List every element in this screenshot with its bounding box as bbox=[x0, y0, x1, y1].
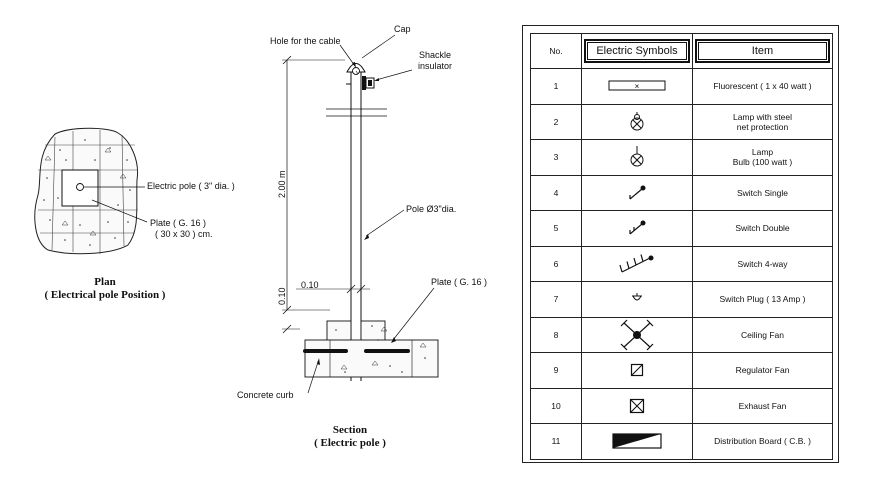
row-no: 8 bbox=[530, 316, 582, 353]
switch-4way-icon bbox=[619, 254, 654, 273]
header-symbol: Electric Symbols bbox=[581, 33, 693, 69]
cap-label: Cap bbox=[394, 24, 411, 34]
pole-diameter: Ø3"dia. bbox=[426, 204, 457, 214]
section-drawing bbox=[282, 34, 439, 394]
section-plate-label: Plate ( G. 16 ) bbox=[431, 277, 488, 287]
row-symbol bbox=[581, 423, 693, 460]
curb-label: Concrete curb bbox=[237, 390, 294, 400]
table-row: 8 Ceiling Fan bbox=[530, 316, 833, 353]
row-no: 11 bbox=[530, 423, 582, 460]
plan-pole-label: Electric pole ( 3" dia. ) bbox=[147, 181, 235, 191]
switch-single-icon bbox=[629, 185, 646, 200]
table-row: 10 Exhaust Fan bbox=[530, 387, 833, 424]
row-no: 1 bbox=[530, 68, 582, 105]
table-row: 5 Switch Double bbox=[530, 210, 833, 247]
switch-plug-icon bbox=[632, 293, 642, 301]
table-row: 4 Switch Single bbox=[530, 174, 833, 211]
plan-plate-size: ( 30 x 30 ) cm. bbox=[155, 229, 213, 239]
row-item: Exhaust Fan bbox=[692, 387, 833, 424]
switch-double-icon bbox=[629, 220, 646, 235]
plan-pole bbox=[76, 183, 84, 191]
shackle-label-2: insulator bbox=[418, 61, 453, 71]
row-item: Switch Double bbox=[692, 210, 833, 247]
row-no: 3 bbox=[530, 139, 582, 176]
lamp-bulb-icon bbox=[630, 146, 644, 167]
table-row: 1 × Fluorescent ( 1 x 40 watt ) bbox=[530, 68, 833, 105]
concrete-curb bbox=[304, 339, 439, 378]
row-symbol bbox=[581, 103, 693, 140]
plan-subtitle: ( Electrical pole Position ) bbox=[44, 289, 166, 301]
row-symbol bbox=[581, 352, 693, 389]
table-row: 2 Lamp with steel net protection bbox=[530, 103, 833, 140]
header-item-box: Item bbox=[695, 39, 830, 63]
row-symbol bbox=[581, 245, 693, 282]
svg-text:×: × bbox=[635, 82, 640, 91]
row-no: 2 bbox=[530, 103, 582, 140]
row-no: 6 bbox=[530, 245, 582, 282]
row-item: Switch 4-way bbox=[692, 245, 833, 282]
header-no: No. bbox=[530, 33, 582, 69]
ceiling-fan-icon bbox=[620, 319, 654, 351]
row-item: Ceiling Fan bbox=[692, 316, 833, 353]
table-row: 6 Switch 4-way bbox=[530, 245, 833, 282]
row-symbol: × bbox=[581, 68, 693, 105]
fluorescent-icon: × bbox=[608, 80, 666, 91]
regulator-fan-icon bbox=[630, 364, 644, 377]
section-title: Section bbox=[332, 424, 368, 436]
table-row: 11 Distribution Board ( C.B. ) bbox=[530, 423, 833, 460]
row-no: 7 bbox=[530, 281, 582, 318]
legend-table: No. Electric Symbols Item 1 × Fluorescen… bbox=[530, 33, 833, 460]
row-symbol bbox=[581, 281, 693, 318]
row-no: 5 bbox=[530, 210, 582, 247]
row-item: Distribution Board ( C.B. ) bbox=[692, 423, 833, 460]
row-no: 9 bbox=[530, 352, 582, 389]
pole-label: Pole Ø3"dia. bbox=[406, 204, 456, 214]
symbol-legend: No. Electric Symbols Item 1 × Fluorescen… bbox=[522, 25, 839, 463]
dim-vertical: 0.10 bbox=[277, 287, 287, 305]
row-no: 4 bbox=[530, 174, 582, 211]
legend-header-row: No. Electric Symbols Item bbox=[530, 33, 833, 69]
row-item: Switch Single bbox=[692, 174, 833, 211]
pole-label-text: Pole bbox=[406, 204, 425, 214]
row-symbol bbox=[581, 387, 693, 424]
row-item: Switch Plug ( 13 Amp ) bbox=[692, 281, 833, 318]
row-item: Lamp Bulb (100 watt ) bbox=[692, 139, 833, 176]
table-row: 3 Lamp Bulb (100 watt ) bbox=[530, 139, 833, 176]
height-dimension: 2.00 m bbox=[277, 170, 287, 198]
row-symbol bbox=[581, 174, 693, 211]
row-item: Fluorescent ( 1 x 40 watt ) bbox=[692, 68, 833, 105]
shackle-label-1: Shackle bbox=[419, 50, 452, 60]
row-symbol bbox=[581, 139, 693, 176]
plan-title: Plan bbox=[94, 276, 116, 288]
plan-drawing bbox=[34, 127, 148, 255]
header-item: Item bbox=[692, 33, 833, 69]
dim-horizontal: 0.10 bbox=[301, 280, 319, 290]
plan-caption: Plan ( Electrical pole Position ) bbox=[30, 276, 180, 302]
table-row: 9 Regulator Fan bbox=[530, 352, 833, 389]
lamp-steel-net-icon bbox=[630, 111, 644, 131]
section-subtitle: ( Electric pole ) bbox=[314, 437, 386, 449]
row-symbol bbox=[581, 210, 693, 247]
header-symbol-box: Electric Symbols bbox=[584, 39, 690, 63]
row-symbol bbox=[581, 316, 693, 353]
plan-plate-label: Plate ( G. 16 ) bbox=[150, 218, 207, 228]
row-item: Regulator Fan bbox=[692, 352, 833, 389]
hole-label: Hole for the cable bbox=[270, 36, 341, 46]
section-caption: Section ( Electric pole ) bbox=[300, 424, 400, 450]
row-item: Lamp with steel net protection bbox=[692, 103, 833, 140]
table-row: 7 Switch Plug ( 13 Amp ) bbox=[530, 281, 833, 318]
exhaust-fan-icon bbox=[629, 398, 645, 413]
row-no: 10 bbox=[530, 387, 582, 424]
distribution-board-icon bbox=[612, 433, 662, 449]
